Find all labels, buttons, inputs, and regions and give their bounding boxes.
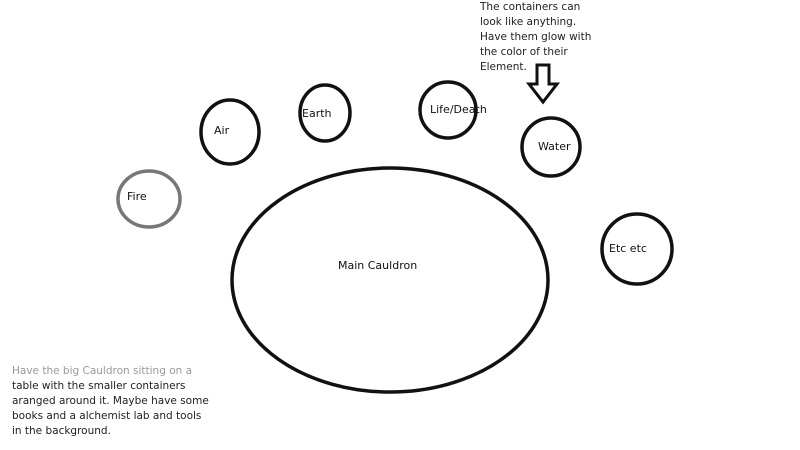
top-note-line: look like anything.: [480, 16, 577, 28]
earth-label: Earth: [302, 107, 332, 120]
bottom-note: Have the big Cauldron sitting on a table…: [12, 364, 209, 439]
life-death-label: Life/Death: [430, 103, 487, 116]
water-container: [520, 116, 582, 178]
air-label: Air: [214, 124, 230, 137]
main-cauldron-shape: [230, 166, 550, 394]
earth-container: [298, 83, 352, 143]
fire-label: Fire: [127, 190, 147, 203]
bottom-note-line: table with the smaller containers: [12, 380, 186, 392]
top-note: The containers can look like anything. H…: [480, 0, 591, 75]
top-note-line: the color of their: [480, 46, 568, 58]
water-label: Water: [538, 140, 571, 153]
life-death-container: [418, 80, 478, 140]
bottom-note-line: Have the big Cauldron sitting on a: [12, 365, 193, 377]
bottom-note-line: in the background.: [12, 425, 111, 437]
main-cauldron-label: Main Cauldron: [338, 259, 417, 272]
top-note-line: Have them glow with: [480, 31, 592, 43]
etc-container: [600, 212, 674, 286]
down-arrow-icon: [525, 63, 561, 105]
bottom-note-line: aranged around it. Maybe have some: [12, 395, 209, 407]
top-note-line: The containers can: [480, 1, 581, 13]
etc-label: Etc etc: [609, 242, 647, 255]
bottom-note-line: books and a alchemist lab and tools: [12, 410, 202, 422]
top-note-line: Element.: [480, 61, 527, 73]
air-container: [199, 98, 261, 166]
fire-container: [116, 169, 182, 229]
